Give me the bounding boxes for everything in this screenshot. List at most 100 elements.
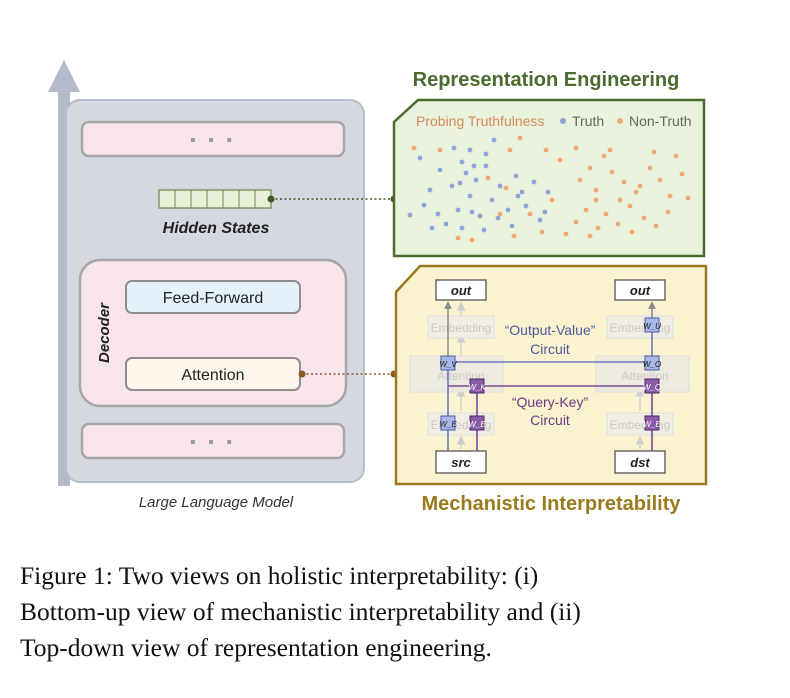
scatter-point xyxy=(539,229,545,235)
scatter-point xyxy=(435,211,441,217)
scatter-point xyxy=(469,237,475,243)
qk-circuit-label-line2: Circuit xyxy=(530,412,570,428)
scatter-point xyxy=(577,177,583,183)
dst-box xyxy=(614,450,666,474)
scatter-point xyxy=(427,187,433,193)
scatter-point xyxy=(483,163,489,169)
scatter-point xyxy=(573,145,579,151)
scatter-point xyxy=(407,212,413,218)
embedding-right-lower-label: Embedding xyxy=(610,418,671,432)
out-right-box xyxy=(614,279,666,301)
scatter-point xyxy=(451,145,457,151)
scatter-point xyxy=(641,215,647,221)
scatter-point xyxy=(459,225,465,231)
weight-wu: W_U xyxy=(643,317,661,333)
scatter-point xyxy=(549,197,555,203)
scatter-point xyxy=(473,177,479,183)
probing-label: Probing Truthfulness xyxy=(416,113,544,129)
llm-block-bottom xyxy=(80,422,346,460)
caption-line-1: Figure 1: Two views on holistic interpre… xyxy=(20,561,539,590)
out-left-label: out xyxy=(451,283,472,298)
repeng-title: Representation Engineering xyxy=(413,69,680,91)
svg-text:W_E: W_E xyxy=(439,420,457,429)
svg-text:W_V: W_V xyxy=(439,360,457,369)
scatter-point xyxy=(481,227,487,233)
out-left-box xyxy=(435,279,487,301)
scatter-point xyxy=(485,175,491,181)
src-label: src xyxy=(451,455,471,470)
scatter-point xyxy=(459,159,465,165)
scatter-point xyxy=(647,165,653,171)
probing-scatter xyxy=(407,135,691,243)
scatter-point xyxy=(449,183,455,189)
weight-we-right: W_E xyxy=(643,415,661,431)
scatter-point xyxy=(637,183,643,189)
upward-arrow-head xyxy=(48,60,80,92)
scatter-point xyxy=(497,211,503,217)
scatter-point xyxy=(593,197,599,203)
llm-block-top xyxy=(80,120,346,158)
scatter-point xyxy=(469,209,475,215)
scatter-point xyxy=(607,147,613,153)
scatter-point xyxy=(483,151,489,157)
svg-text:W_O: W_O xyxy=(643,360,661,369)
attention-label: Attention xyxy=(181,367,244,384)
embedding-left-upper-label: Embedding xyxy=(431,321,492,335)
scatter-point xyxy=(509,223,515,229)
caption-line-3: Top-down view of representation engineer… xyxy=(20,633,492,662)
scatter-point xyxy=(543,147,549,153)
scatter-point xyxy=(505,207,511,213)
feed-forward-box xyxy=(125,280,301,314)
scatter-point xyxy=(583,207,589,213)
weight-wq: W_Q xyxy=(643,378,661,394)
scatter-point xyxy=(477,213,483,219)
scatter-point xyxy=(527,211,533,217)
scatter-point xyxy=(467,193,473,199)
svg-text:W_Q: W_Q xyxy=(643,383,661,392)
ov-circuit-path xyxy=(447,325,653,451)
scatter-point xyxy=(673,153,679,159)
out-right-label: out xyxy=(630,283,651,298)
scatter-point xyxy=(515,193,521,199)
scatter-point xyxy=(437,147,443,153)
scatter-point xyxy=(573,219,579,225)
scatter-point xyxy=(455,235,461,241)
scatter-point xyxy=(421,202,427,208)
scatter-point xyxy=(563,231,569,237)
scatter-point xyxy=(417,155,423,161)
legend-non-truth-dot xyxy=(617,118,623,124)
scatter-point xyxy=(523,203,529,209)
scatter-point xyxy=(615,221,621,227)
hidden-states-label: Hidden States xyxy=(163,220,270,237)
mechinterp-group: Embedding Attention Embedding Embedding … xyxy=(394,264,708,515)
attention-connector-dot-start xyxy=(298,370,306,378)
scatter-point xyxy=(587,165,593,171)
svg-text:W_K: W_K xyxy=(468,383,486,392)
legend-truth-dot xyxy=(560,118,566,124)
scatter-point xyxy=(503,185,509,191)
scatter-point xyxy=(633,189,639,195)
scatter-point xyxy=(629,229,635,235)
svg-text:W_E: W_E xyxy=(468,420,486,429)
scatter-point xyxy=(667,193,673,199)
scatter-point xyxy=(593,187,599,193)
scatter-point xyxy=(537,217,543,223)
repeng-group: Representation Engineering Probing Truth… xyxy=(392,69,706,258)
scatter-point xyxy=(679,171,685,177)
scatter-point xyxy=(489,197,495,203)
qk-circuit-label-line1: “Query-Key” xyxy=(512,394,589,410)
scatter-point xyxy=(455,207,461,213)
scatter-point xyxy=(601,153,607,159)
mechinterp-title: Mechanistic Interpretability xyxy=(422,493,682,515)
embedding-left-upper xyxy=(427,315,495,339)
weight-we-left-qk: W_E xyxy=(468,415,486,431)
figure-caption: Figure 1: Two views on holistic interpre… xyxy=(20,558,780,666)
scatter-point xyxy=(411,145,417,151)
scatter-point xyxy=(603,211,609,217)
src-box xyxy=(435,450,487,474)
llm-block-bottom-ellipsis: ▪ ▪ ▪ xyxy=(190,434,236,451)
scatter-point xyxy=(653,223,659,229)
repeng-panel xyxy=(392,98,706,258)
weight-wo: W_O xyxy=(643,355,661,371)
legend-non-truth-label: Non-Truth xyxy=(629,113,692,129)
